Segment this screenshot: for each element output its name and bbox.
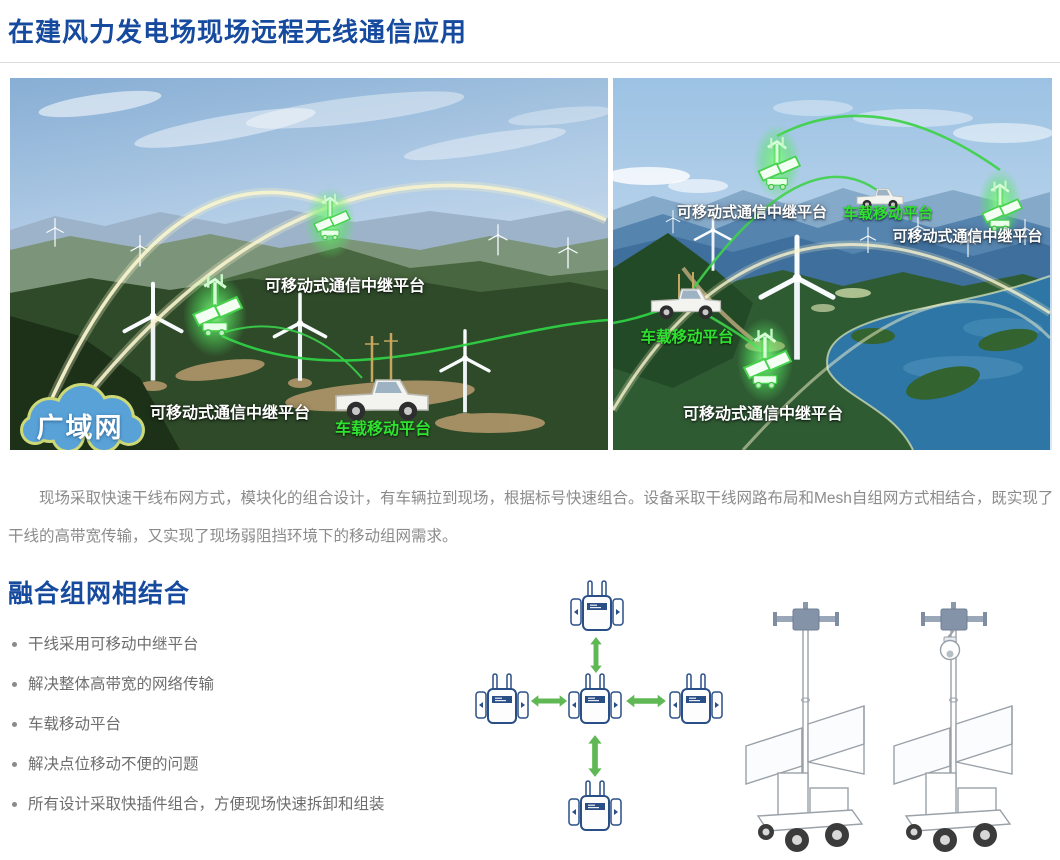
mesh-node-bottom <box>568 780 622 831</box>
pickup-truck-icon <box>335 333 429 422</box>
lake <box>826 275 1051 450</box>
wheels <box>758 823 849 852</box>
right-photo-illustration <box>613 78 1052 450</box>
clouds <box>38 90 608 161</box>
vehicle-platform-label: 车载移动平台 <box>640 329 734 346</box>
vehicle-platform-label: 车载移动平台 <box>334 421 431 438</box>
relay-platform-label: 可移动式通信中继平台 <box>149 405 310 422</box>
bullet-dot <box>12 802 17 807</box>
list-item: 干线采用可移动中继平台 <box>10 634 430 656</box>
mesh-link-arrow-right <box>626 694 666 708</box>
relay-platform-icon <box>183 187 356 357</box>
mobile-relay-trailer-camera-drawing <box>893 602 1013 852</box>
mesh-node-right <box>669 673 723 724</box>
list-item: 所有设计采取快插件组合，方便现场快速拆卸和组装 <box>10 794 430 816</box>
wan-cloud <box>20 383 145 450</box>
mesh-link-arrow-up <box>590 636 602 674</box>
mesh-node-center <box>568 673 622 724</box>
relay-platform-label: 可移动式通信中继平台 <box>676 205 827 221</box>
list-item: 解决点位移动不便的问题 <box>10 754 430 776</box>
vehicle-platform-label: 车载移动平台 <box>842 206 933 222</box>
deep-blue-ridge <box>613 236 1050 288</box>
equipment-boxes <box>756 772 864 832</box>
feature-list: 干线采用可移动中继平台 解决整体高带宽的网络传输 车载移动平台 解决点位移动不便… <box>10 634 430 834</box>
relay-platform-icon <box>737 124 1022 402</box>
mesh-link-arrow-down <box>588 735 602 777</box>
mast-radio-icon <box>921 602 987 631</box>
mesh-node-left <box>475 673 529 724</box>
clouds <box>613 100 1052 193</box>
equipment-boxes <box>904 772 1012 832</box>
mast-radio-icon <box>773 602 839 631</box>
wheels <box>906 823 997 852</box>
bullet-dot <box>12 642 17 647</box>
bullet-dot <box>12 682 17 687</box>
list-item: 车载移动平台 <box>10 714 430 736</box>
wan-cloud-label: 广域网 <box>36 413 124 443</box>
bullet-dot <box>12 762 17 767</box>
mesh-network-diagram <box>475 580 723 831</box>
pickup-truck-icon <box>650 188 904 320</box>
section-title: 融合组网相结合 <box>8 580 191 608</box>
mesh-link-arrow-left <box>530 695 568 707</box>
ptz-camera-icon <box>939 629 961 661</box>
title-divider <box>0 62 1060 63</box>
relay-platform-label: 可移动式通信中继平台 <box>264 278 425 295</box>
intro-paragraph: 现场采取快速干线布网方式，模块化的组合设计，有车辆拉到现场，根据标号快速组合。设… <box>8 490 1054 545</box>
mobile-relay-trailer-drawing <box>745 602 865 852</box>
right-photo-aerial-lake: 可移动式通信中继平台 车载移动平台 可移动式通信中继平台 车载移动平台 可移动式… <box>613 78 1052 450</box>
relay-platform-label: 可移动式通信中继平台 <box>682 406 843 423</box>
list-item: 解决整体高带宽的网络传输 <box>10 674 430 696</box>
bullet-dot <box>12 722 17 727</box>
page-title: 在建风力发电场现场远程无线通信应用 <box>8 17 468 47</box>
mesh-node-top <box>570 580 624 631</box>
relay-platform-label: 可移动式通信中继平台 <box>892 229 1043 245</box>
solar-panels <box>745 705 865 792</box>
left-photo-wind-farm: 可移动式通信中继平台 可移动式通信中继平台 车载移动平台 广域网 <box>10 78 608 450</box>
solar-panels <box>893 705 1013 792</box>
left-photo-illustration <box>10 78 608 450</box>
signal-arcs <box>613 114 1052 450</box>
